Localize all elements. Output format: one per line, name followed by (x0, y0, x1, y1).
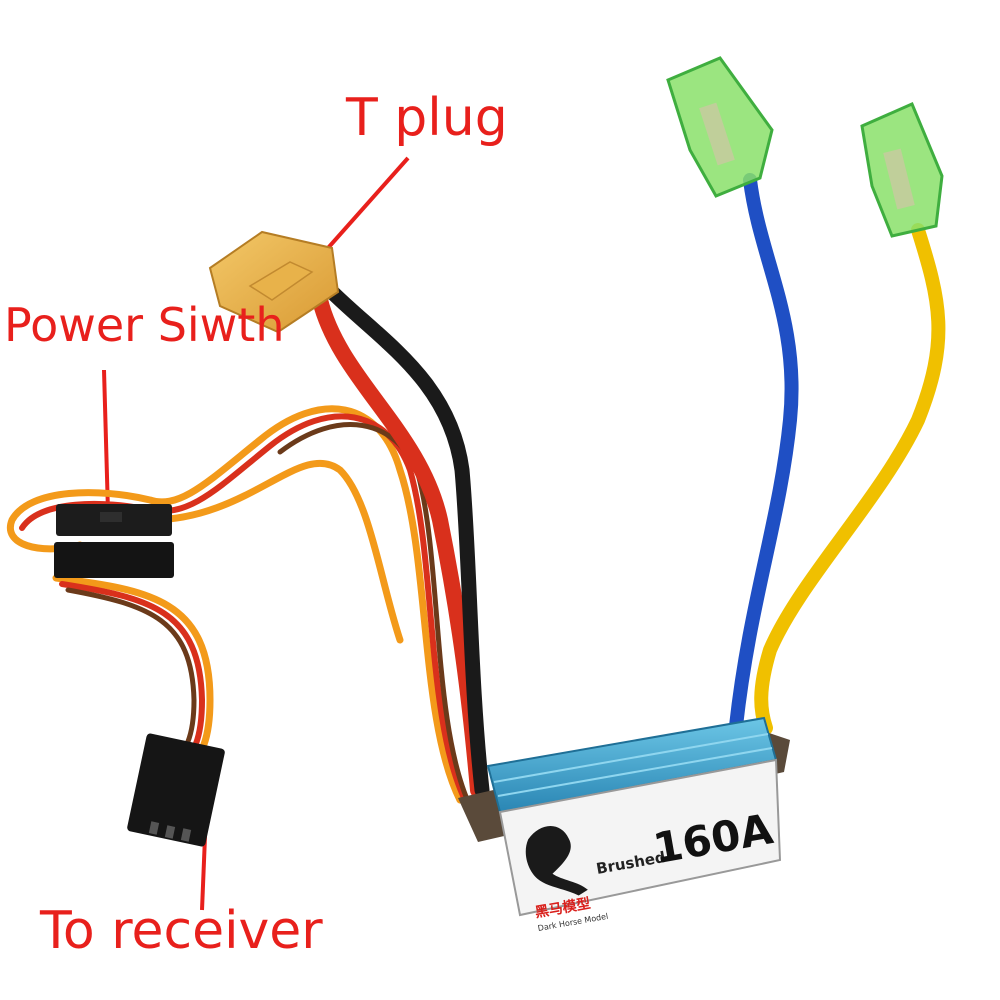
t-plug-pointer-line (326, 156, 410, 250)
t-plug-connector (208, 230, 340, 334)
power-switch-callout: Power Siwth (4, 298, 285, 352)
motor-terminal-blue (666, 56, 774, 198)
esc-label: 黑马模型 Dark Horse Model Brushed 160A (525, 804, 777, 933)
receiver-callout: To receiver (40, 901, 323, 961)
receiver-connector (127, 733, 225, 847)
t-plug-callout: T plug (346, 88, 508, 148)
power-switch (54, 504, 174, 578)
horse-logo-icon (525, 826, 588, 896)
battery-wires (312, 282, 490, 798)
power-switch-pointer-line (102, 369, 110, 513)
esc-body (458, 716, 790, 917)
motor-terminal-yellow (860, 102, 944, 238)
motor-wires (729, 173, 946, 735)
signal-wires (6, 405, 473, 809)
